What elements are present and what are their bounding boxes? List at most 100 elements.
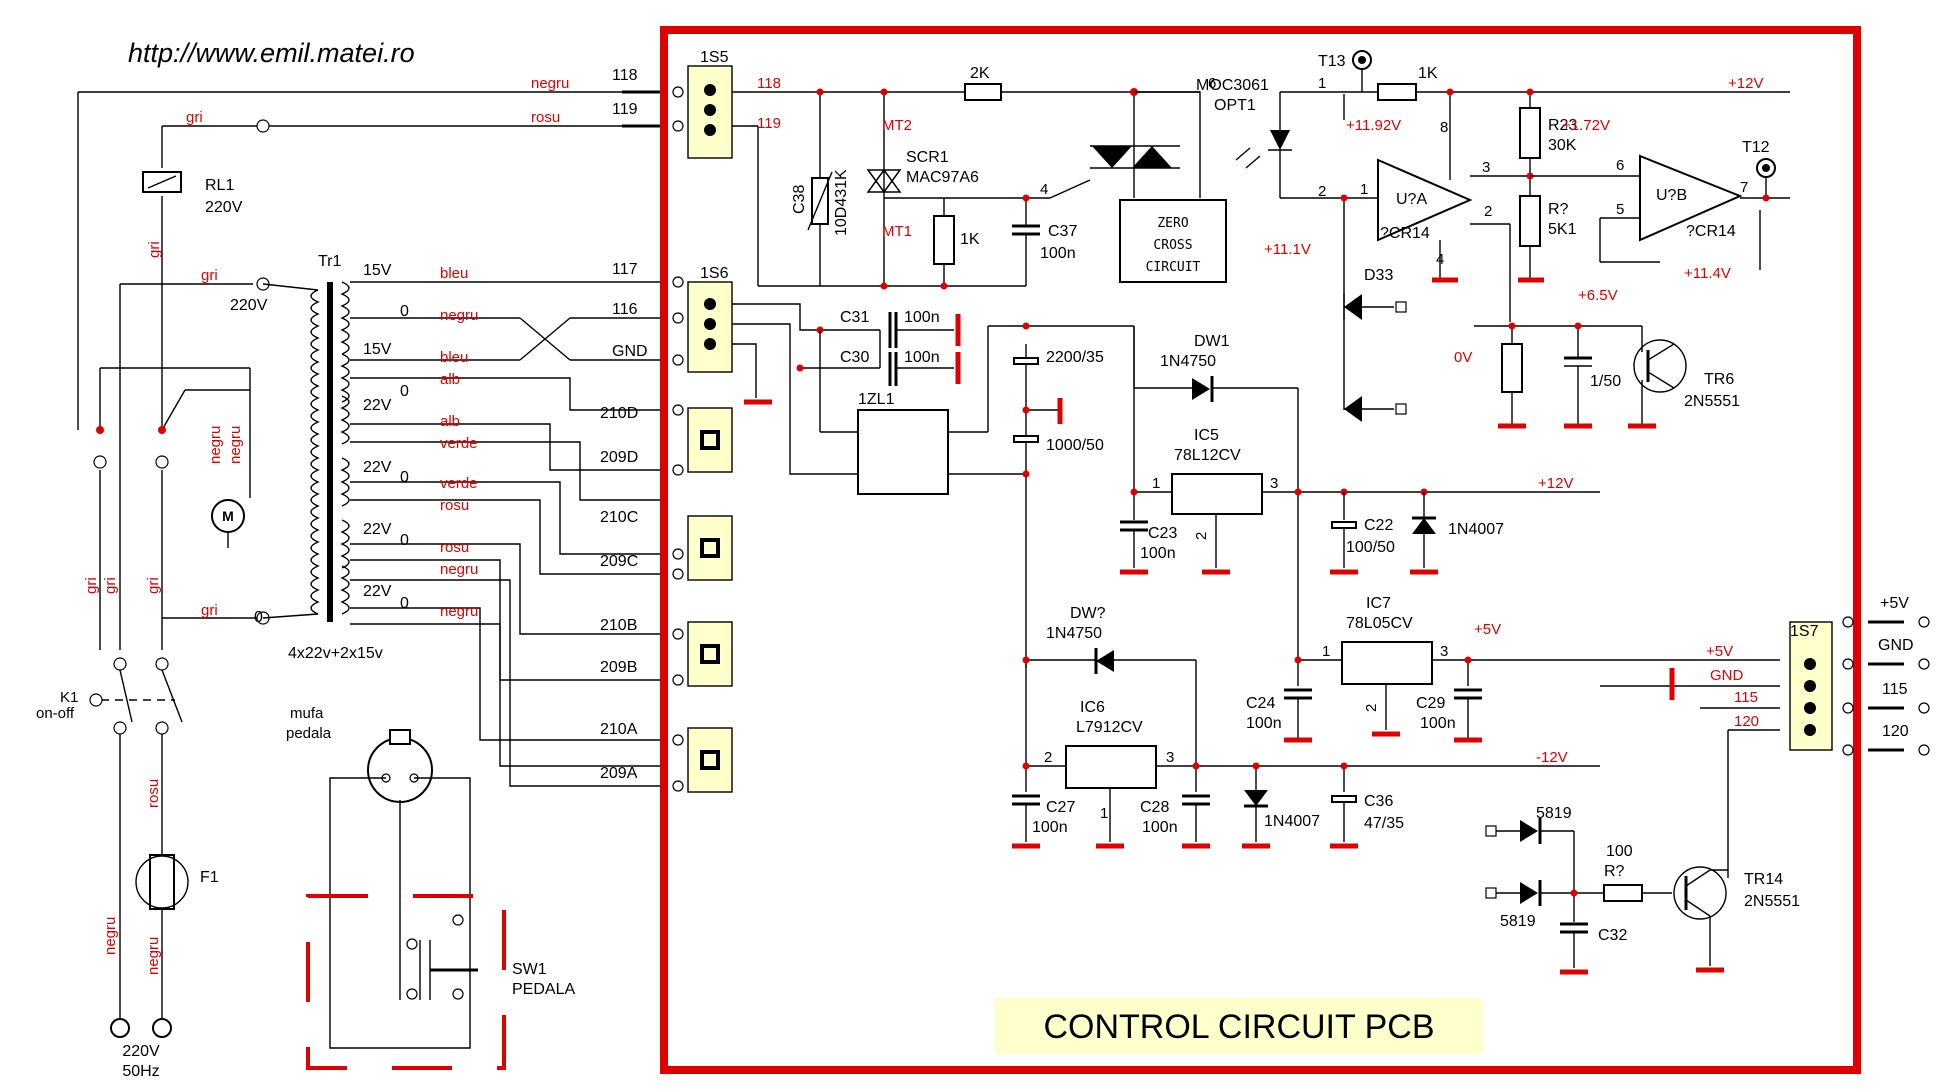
svg-text:PEDALA: PEDALA (512, 981, 575, 998)
transformer: Tr1 220V 0 4x22v+2x15v 15V 15V 0 22V 22V… (230, 253, 660, 787)
connector-s6: 1S6 117 116 GND (612, 261, 733, 373)
svg-text:R?: R? (1604, 863, 1625, 880)
svg-text:1S5: 1S5 (700, 49, 729, 66)
mains-section: M RL1 220V K1 on-off F1 220V 50Hz negru (36, 75, 660, 1080)
svg-text:210A: 210A (600, 721, 638, 738)
svg-text:gri: gri (201, 602, 218, 619)
svg-text:0V: 0V (1454, 349, 1472, 366)
svg-text:2N5551: 2N5551 (1744, 893, 1800, 910)
svg-text:D33: D33 (1364, 267, 1393, 284)
svg-text:gri: gri (186, 109, 203, 126)
svg-text:TR6: TR6 (1704, 371, 1734, 388)
svg-text:2: 2 (1044, 749, 1052, 766)
svg-text:C36: C36 (1364, 793, 1393, 810)
connector-block-d: 210D 209D (600, 404, 733, 476)
svg-text:15V: 15V (363, 341, 392, 358)
svg-text:2N5551: 2N5551 (1684, 393, 1740, 410)
svg-text:CIRCUIT: CIRCUIT (1146, 260, 1201, 275)
svg-text:C37: C37 (1048, 223, 1077, 240)
svg-text:C29: C29 (1416, 695, 1445, 712)
svg-text:100n: 100n (904, 309, 940, 326)
svg-text:+12V: +12V (1538, 475, 1573, 492)
svg-text:118: 118 (757, 75, 781, 92)
svg-text:MT2: MT2 (882, 117, 912, 134)
svg-text:2: 2 (1363, 704, 1380, 712)
svg-text:+5V: +5V (1474, 621, 1501, 638)
svg-text:DW?: DW? (1070, 605, 1106, 622)
svg-text:OPT1: OPT1 (1214, 97, 1256, 114)
svg-text:+11.1V: +11.1V (1264, 241, 1311, 258)
svg-text:100n: 100n (1246, 715, 1282, 732)
svg-text:alb: alb (440, 371, 460, 388)
svg-text:22V: 22V (363, 521, 392, 538)
connector-block-b: 210B 209B (600, 617, 733, 687)
svg-text:bleu: bleu (440, 349, 468, 366)
svg-text:78L05CV: 78L05CV (1346, 615, 1413, 632)
svg-text:rosu: rosu (440, 497, 469, 514)
svg-text:pedala: pedala (286, 725, 332, 742)
svg-text:+5V: +5V (1880, 595, 1909, 612)
svg-text:100/50: 100/50 (1346, 539, 1395, 556)
svg-text:MAC97A6: MAC97A6 (906, 169, 979, 186)
resistor-2k (964, 83, 1002, 101)
svg-text:116: 116 (612, 301, 638, 318)
svg-text:5K1: 5K1 (1548, 221, 1577, 238)
svg-text:?CR14: ?CR14 (1380, 225, 1430, 242)
svg-text:220V: 220V (122, 1043, 160, 1060)
page-title: CONTROL CIRCUIT PCB (1043, 1008, 1434, 1046)
svg-text:118: 118 (612, 67, 638, 84)
svg-text:C38: C38 (791, 185, 808, 214)
svg-text:ZERO: ZERO (1157, 216, 1188, 231)
svg-text:IC5: IC5 (1194, 427, 1219, 444)
svg-text:MT1: MT1 (882, 223, 912, 240)
fuse-body (149, 854, 175, 910)
svg-text:U?A: U?A (1396, 191, 1427, 208)
svg-text:4: 4 (1040, 181, 1048, 198)
svg-text:R23: R23 (1548, 117, 1577, 134)
svg-text:4x22v+2x15v: 4x22v+2x15v (288, 645, 383, 662)
ic6-regulator (1065, 745, 1157, 789)
svg-text:1: 1 (1322, 643, 1330, 660)
svg-text:T12: T12 (1742, 139, 1770, 156)
svg-text:rosu: rosu (531, 109, 560, 126)
svg-text:3: 3 (1166, 749, 1174, 766)
svg-text:gri: gri (201, 267, 218, 284)
svg-text:C24: C24 (1246, 695, 1275, 712)
svg-text:C28: C28 (1140, 799, 1169, 816)
svg-text:IC7: IC7 (1366, 595, 1391, 612)
svg-text:negru: negru (440, 307, 478, 324)
svg-text:GND: GND (1878, 637, 1914, 654)
svg-text:7: 7 (1740, 179, 1748, 196)
svg-text:negru: negru (227, 426, 244, 464)
svg-text:2200/35: 2200/35 (1046, 349, 1104, 366)
svg-text:100n: 100n (1040, 245, 1076, 262)
svg-text:mufa: mufa (290, 705, 324, 722)
svg-text:-12V: -12V (1536, 749, 1568, 766)
svg-text:15V: 15V (363, 262, 392, 279)
svg-text:8: 8 (1440, 119, 1448, 136)
bridge-rectifier (857, 409, 949, 495)
svg-text:4: 4 (1436, 251, 1444, 268)
svg-text:TR14: TR14 (1744, 871, 1783, 888)
svg-text:C27: C27 (1046, 799, 1075, 816)
svg-text:0: 0 (400, 303, 409, 320)
svg-text:22V: 22V (363, 583, 392, 600)
svg-text:1S6: 1S6 (700, 265, 729, 282)
connector-block-a: 210A 209A (600, 721, 733, 793)
svg-text:0: 0 (400, 469, 409, 486)
svg-text:30K: 30K (1548, 137, 1577, 154)
svg-text:GND: GND (612, 343, 648, 360)
svg-text:120: 120 (1734, 713, 1759, 730)
svg-text:1S7: 1S7 (1790, 623, 1819, 640)
svg-text:IC6: IC6 (1080, 699, 1105, 716)
connector-block-c: 210C 209C (600, 509, 733, 581)
svg-text:SCR1: SCR1 (906, 149, 949, 166)
svg-text:1: 1 (1152, 475, 1160, 492)
svg-text:negru: negru (440, 561, 478, 578)
svg-text:6: 6 (1208, 75, 1216, 92)
mains-terminal-1 (110, 1018, 130, 1038)
svg-text:1/50: 1/50 (1590, 373, 1621, 390)
svg-text:C32: C32 (1598, 927, 1627, 944)
zero-cross-circuit (1119, 199, 1227, 283)
svg-text:22V: 22V (363, 459, 392, 476)
